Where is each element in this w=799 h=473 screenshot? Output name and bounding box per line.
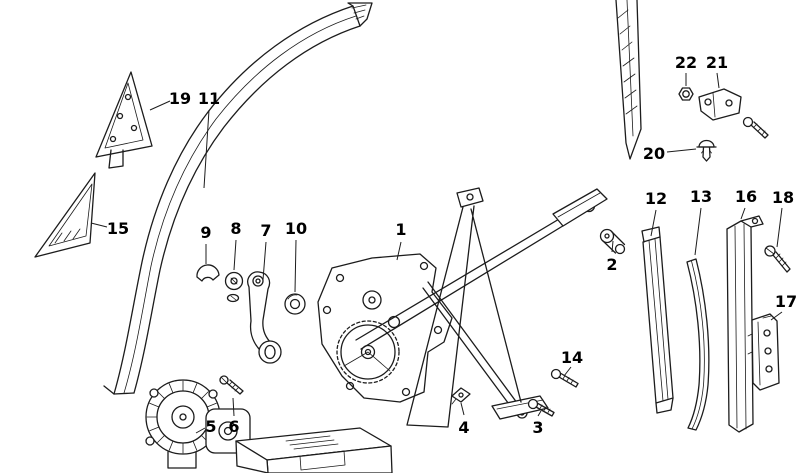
guide-rail-part-12 [641, 226, 674, 414]
mirror-triangle-cover [34, 172, 96, 258]
callout-21: 21 [706, 53, 728, 72]
callout-10: 10 [285, 219, 307, 238]
bolt-part-18 [764, 245, 791, 273]
clip-nut-part-4 [451, 387, 471, 405]
window-crank-handle [247, 271, 282, 364]
control-module [235, 427, 393, 473]
bracket-part-21 [698, 88, 742, 121]
callout-9: 9 [200, 223, 211, 242]
callout-19: 19 [169, 89, 191, 108]
callout-22: 22 [675, 53, 697, 72]
callout-leader-lines [90, 72, 783, 434]
bushing-part-2 [599, 228, 626, 255]
window-regulator-assembly [317, 187, 608, 428]
window-motor [145, 379, 251, 469]
callout-2: 2 [606, 255, 617, 274]
corner-triangle-seal [95, 71, 153, 169]
callout-12: 12 [645, 189, 667, 208]
clip-part-9 [196, 264, 220, 282]
callout-7: 7 [260, 221, 271, 240]
callout-16: 16 [735, 187, 757, 206]
callout-13: 13 [690, 187, 712, 206]
callout-1: 1 [395, 220, 406, 239]
callout-8: 8 [230, 219, 241, 238]
curved-rail-part-13 [686, 258, 710, 431]
callout-14: 14 [561, 348, 583, 367]
crank-cap-part-10 [284, 293, 306, 315]
callout-5: 5 [205, 417, 216, 436]
callout-15: 15 [107, 219, 129, 238]
callout-3: 3 [532, 418, 543, 437]
callout-4: 4 [458, 418, 469, 437]
callout-11: 11 [198, 89, 220, 108]
escutcheon-part-8 [224, 271, 244, 303]
glass-run-channel-strip [615, 0, 642, 160]
hex-nut-part-22 [678, 87, 694, 101]
bolt-part-14 [550, 368, 579, 388]
bracket-bolt [742, 116, 769, 139]
callout-17: 17 [775, 292, 797, 311]
callout-6: 6 [228, 417, 239, 436]
rivet-part-20 [696, 139, 717, 162]
window-frame-seal [103, 2, 373, 395]
callout-18: 18 [772, 188, 794, 207]
screw-part-6 [219, 375, 244, 395]
bolt-part-3 [527, 398, 555, 417]
callout-20: 20 [643, 144, 665, 163]
mounting-plate-part-17 [747, 313, 780, 391]
guide-rail-part-16 [726, 215, 764, 433]
